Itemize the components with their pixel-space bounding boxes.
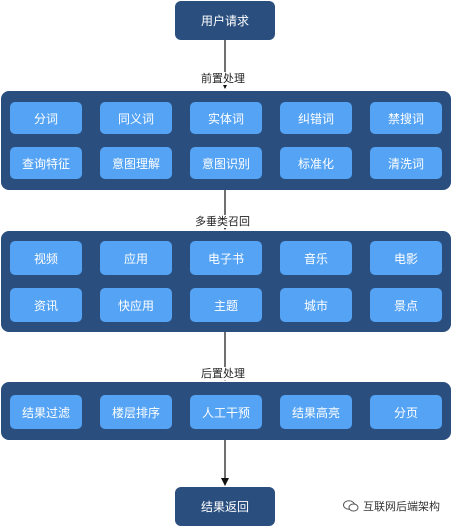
recall-row2-node-label: 主题	[213, 298, 238, 313]
pre-row1-node-label: 禁搜词	[387, 111, 424, 126]
end-node-label: 结果返回	[200, 500, 249, 514]
recall-row2-node-label: 资讯	[33, 298, 58, 313]
pre-row1-node-2: 同义词	[100, 102, 172, 134]
start-node-label: 用户请求	[200, 14, 249, 28]
recall-row1-node-label: 视频	[33, 251, 58, 266]
recall-row1-node-5: 电影	[370, 241, 442, 275]
post-row1-node-label: 人工干预	[201, 405, 250, 420]
pre-row2-node-3: 意图识别	[190, 147, 262, 179]
pre-row2-node-label: 查询特征	[21, 156, 70, 171]
wechat-icon	[343, 500, 359, 512]
pre-row1-node-4: 纠错词	[280, 102, 352, 134]
pre-row2-node-label: 清洗词	[387, 156, 424, 171]
pre-row1-node-3: 实体词	[190, 102, 262, 134]
recall-row2-node-1: 资讯	[10, 288, 82, 322]
recall-row1-node-label: 电子书	[207, 251, 244, 266]
start-node-user-request: 用户请求	[175, 1, 275, 40]
recall-row2-node-label: 快应用	[117, 298, 154, 313]
pre-row2-node-label: 标准化	[297, 156, 334, 171]
pre-row2-node-4: 标准化	[280, 147, 352, 179]
pre-row2-node-label: 意图识别	[201, 156, 250, 171]
pre-row1-node-label: 纠错词	[297, 111, 334, 126]
recall-row2-node-label: 景点	[393, 298, 418, 313]
pre-processing-label: 前置处理	[199, 72, 247, 85]
pre-row1-node-5: 禁搜词	[370, 102, 442, 134]
pre-row2-node-2: 意图理解	[100, 147, 172, 179]
pre-row2-node-5: 清洗词	[370, 147, 442, 179]
recall-row1-node-4: 音乐	[280, 241, 352, 275]
pre-row1-node-1: 分词	[10, 102, 82, 134]
post-row1-node-2: 楼层排序	[100, 395, 172, 429]
post-row1-node-3: 人工干预	[190, 395, 262, 429]
watermark-text: 互联网后端架构	[363, 500, 440, 513]
post-row1-node-label: 结果高亮	[291, 405, 340, 420]
post-row1-node-4: 结果高亮	[280, 395, 352, 429]
post-row1-node-5: 分页	[370, 395, 442, 429]
pre-row2-node-1: 查询特征	[10, 147, 82, 179]
recall-label: 多垂类召回	[193, 215, 252, 228]
pre-row1-node-label: 实体词	[207, 111, 244, 126]
pre-row1-node-label: 分词	[33, 111, 58, 126]
recall-row2-node-label: 城市	[303, 298, 328, 313]
recall-row2-node-3: 主题	[190, 288, 262, 322]
recall-row1-node-label: 应用	[123, 251, 148, 266]
post-row1-node-label: 分页	[393, 405, 418, 420]
post-processing-label: 后置处理	[199, 367, 247, 380]
pre-row2-node-label: 意图理解	[111, 156, 160, 171]
recall-row1-node-3: 电子书	[190, 241, 262, 275]
post-row1-node-label: 楼层排序	[111, 405, 160, 420]
pre-row1-node-label: 同义词	[117, 111, 154, 126]
post-row1-node-1: 结果过滤	[10, 395, 82, 429]
recall-row2-node-2: 快应用	[100, 288, 172, 322]
recall-row1-node-1: 视频	[10, 241, 82, 275]
recall-row2-node-4: 城市	[280, 288, 352, 322]
end-node-result-return: 结果返回	[175, 487, 275, 526]
watermark: 互联网后端架构	[343, 498, 440, 514]
recall-row1-node-label: 音乐	[303, 251, 328, 266]
recall-row2-node-5: 景点	[370, 288, 442, 322]
recall-row1-node-2: 应用	[100, 241, 172, 275]
recall-row1-node-label: 电影	[393, 251, 418, 266]
post-row1-node-label: 结果过滤	[21, 405, 70, 420]
